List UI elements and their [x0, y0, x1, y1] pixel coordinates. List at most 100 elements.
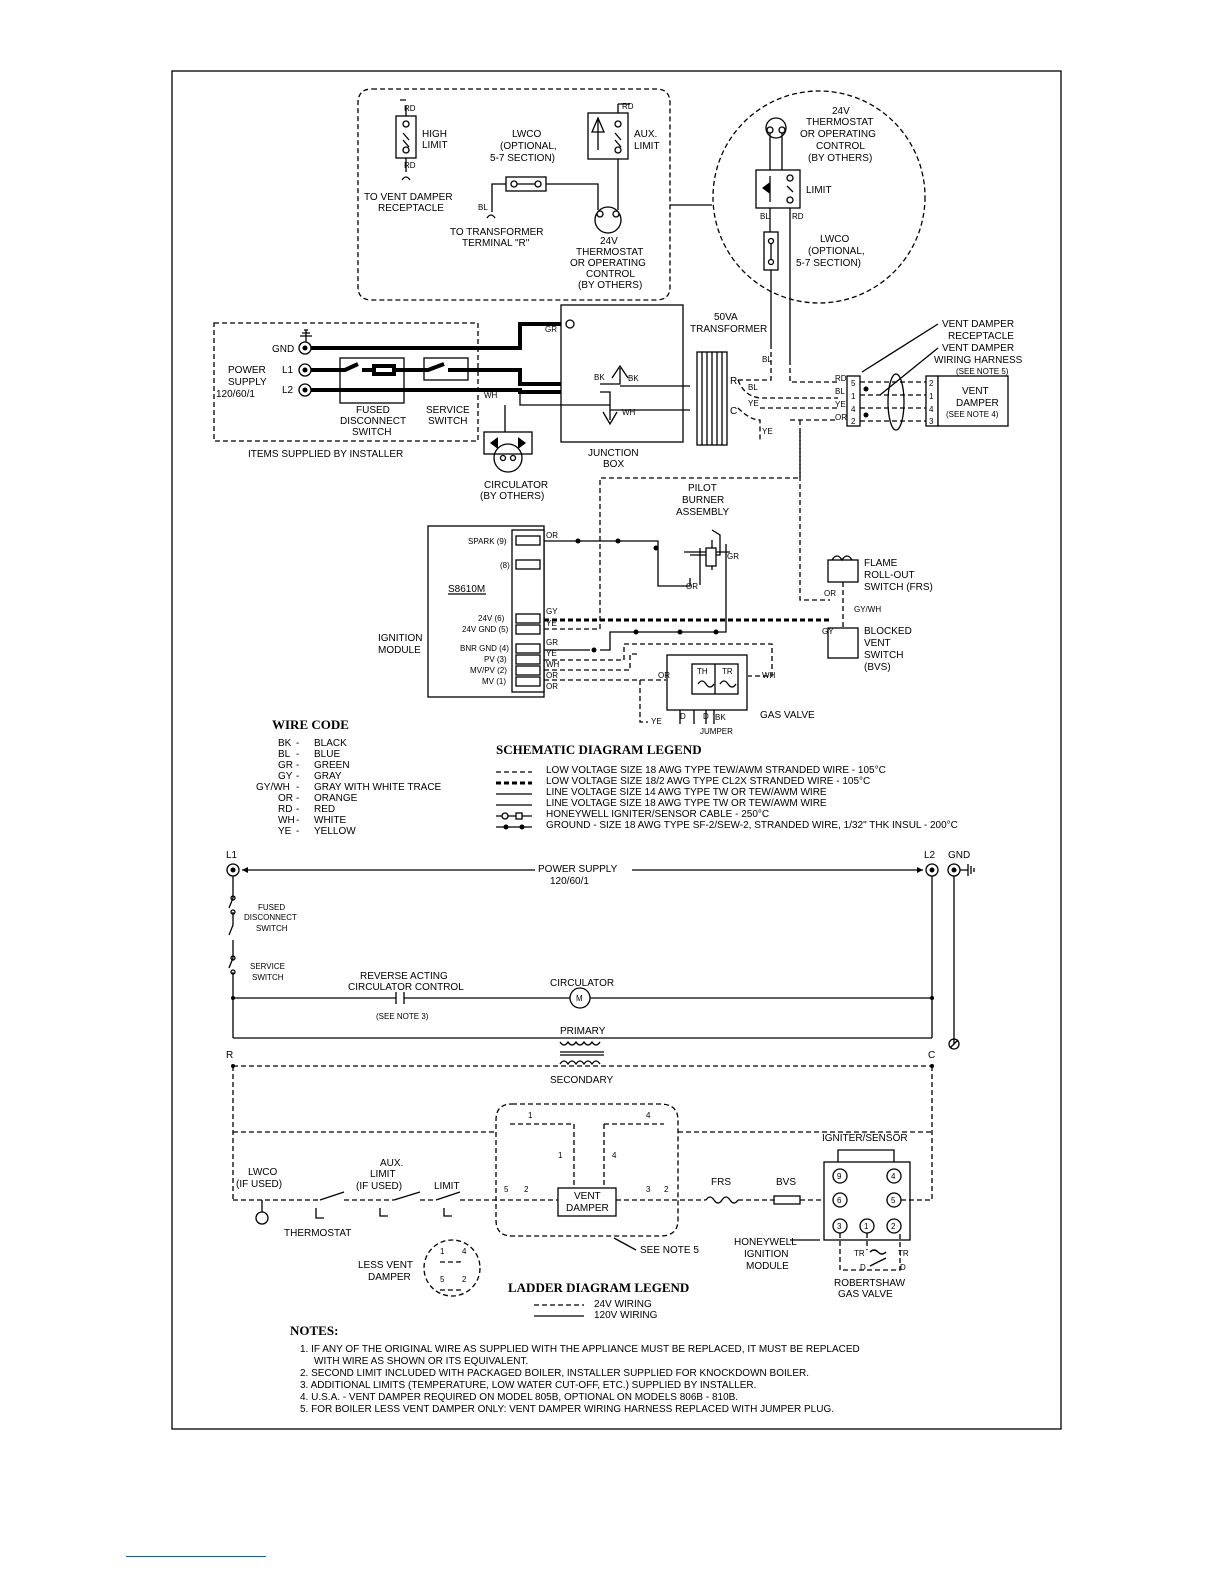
vd-ladder-pin-7: 3 — [646, 1185, 651, 1194]
vent-damper-label-2: DAMPER — [956, 398, 999, 409]
circle-wire-rd: RD — [792, 212, 804, 221]
note-1-cont: WITH WIRE AS SHOWN OR ITS EQUIVALENT. — [314, 1356, 528, 1367]
vent-harness-label: VENT DAMPER — [942, 343, 1014, 354]
wc-name-bl: BLUE — [314, 749, 340, 760]
gv-bk: BK — [715, 713, 726, 722]
power-section: POWER SUPPLY 120/60/1 GND L1 L2 FUSED DI… — [213, 304, 838, 601]
gv-tr-r: TR — [898, 1249, 909, 1258]
vd-ladder-pin-8: 2 — [664, 1185, 669, 1194]
less-vent-jumper — [423, 1239, 481, 1297]
vd-ladder-pin-6: 2 — [524, 1185, 529, 1194]
lm-pin-6: 6 — [837, 1196, 842, 1205]
schematic-legend: SCHEMATIC DIAGRAM LEGEND LOW VOLTAGE SIZ… — [496, 742, 958, 831]
ladder-frs: FRS — [711, 1177, 731, 1188]
vent-damper-box — [937, 375, 1009, 427]
vd-wire-or: OR — [835, 413, 847, 422]
wc-dash: - — [296, 760, 299, 771]
high-limit-label: HIGH — [422, 129, 447, 140]
junction-box — [560, 304, 684, 443]
notes-title: NOTES: — [290, 1323, 338, 1338]
junction-box-label-2: BOX — [603, 459, 624, 470]
wc-code-gy: GY — [278, 771, 293, 782]
module-label-2: MODULE — [378, 645, 421, 656]
jb-wire-bk: BK — [594, 373, 605, 382]
to-vent-damper-label: TO VENT DAMPER — [364, 192, 453, 203]
ladder-vent-label-2: DAMPER — [566, 1203, 609, 1214]
vd-ladder-pin-4: 4 — [612, 1151, 617, 1160]
transformer-ye-2: YE — [762, 427, 773, 436]
module-label: IGNITION — [378, 633, 422, 644]
wc-dash: - — [296, 815, 299, 826]
schematic-legend-row-2: LOW VOLTAGE SIZE 18/2 AWG TYPE CL2X STRA… — [546, 776, 870, 787]
lv-pin-1: 1 — [440, 1247, 445, 1256]
transformer-ye: YE — [748, 399, 759, 408]
ladder-service-2: SWITCH — [252, 973, 284, 982]
mod-wire-wh: WH — [546, 660, 560, 669]
less-vent-label: LESS VENT — [358, 1260, 413, 1271]
vd-pin-r3: 3 — [929, 417, 934, 426]
fused-label-3: SWITCH — [352, 427, 391, 438]
ladder-circulator: CIRCULATOR — [550, 978, 614, 989]
schematic-legend-title: SCHEMATIC DIAGRAM LEGEND — [496, 742, 702, 757]
pilot-wire-gr: GR — [727, 552, 739, 561]
circle-thermostat-label-2: THERMOSTAT — [806, 117, 873, 128]
ladder-l2: L2 — [924, 850, 936, 861]
transformer-label-2: TRANSFORMER — [690, 324, 767, 335]
note-1: 1. IF ANY OF THE ORIGINAL WIRE AS SUPPLI… — [300, 1344, 860, 1355]
vent-damper-section: VENT DAMPER RECEPTACLE VENT DAMPER WIRIN… — [835, 319, 1023, 431]
inset-lwco-label: LWCO — [512, 129, 541, 140]
gv-tr: TR — [722, 667, 733, 676]
ladder-transformer — [559, 1040, 604, 1066]
wc-name-wh: WHITE — [314, 815, 347, 826]
terminal-pv: PV (3) — [484, 655, 507, 664]
jb-wire-wh-2: WH — [622, 408, 636, 417]
circulator-label-2: (BY OTHERS) — [480, 491, 544, 502]
terminal-mv: MV (1) — [482, 677, 506, 686]
wire-code-title: WIRE CODE — [272, 717, 349, 732]
vd-pin-r2: 2 — [929, 379, 934, 388]
ladder-see-note-5: SEE NOTE 5 — [640, 1245, 699, 1256]
ladder-lwco-2: (IF USED) — [236, 1179, 282, 1190]
fused-label: FUSED — [356, 405, 390, 416]
ladder-robertshaw-2: GAS VALVE — [838, 1289, 893, 1300]
wc-dash: - — [296, 804, 299, 815]
vd-pin-r4: 4 — [929, 405, 934, 414]
ladder-fused-2: DISCONNECT — [244, 913, 297, 922]
inset-lwco-label-2: (OPTIONAL, — [500, 141, 557, 152]
ladder-power-label-2: 120/60/1 — [550, 876, 589, 887]
terminal-spark: SPARK (9) — [468, 537, 507, 546]
less-vent-label-2: DAMPER — [368, 1272, 411, 1283]
wc-code-bk: BK — [278, 738, 292, 749]
gv-wh: WH — [762, 671, 776, 680]
inset-detail: RD RD HIGH LIMIT TO VENT DAMPER RECEPTAC… — [357, 88, 712, 301]
wire-label-bl: BL — [478, 203, 488, 212]
circle-lwco-label: LWCO — [820, 234, 849, 245]
lv-pin-5: 5 — [440, 1275, 445, 1284]
wc-name-gy: GRAY — [314, 771, 342, 782]
note-2: 2. SECOND LIMIT INCLUDED WITH PACKAGED B… — [300, 1368, 809, 1379]
ladder-reverse-2: CIRCULATOR CONTROL — [348, 982, 464, 993]
mod-wire-or: OR — [546, 531, 558, 540]
wc-dash: - — [296, 771, 299, 782]
circle-lwco-label-3: 5-7 SECTION) — [796, 258, 861, 269]
mod-wire-ye: YE — [546, 619, 557, 628]
vent-damper-label-3: (SEE NOTE 4) — [946, 410, 999, 419]
ladder-honeywell-3: MODULE — [746, 1261, 789, 1272]
circle-thermostat-label: 24V — [832, 106, 850, 117]
ladder-legend-24v: 24V WIRING — [594, 1299, 652, 1310]
circulator-motor — [569, 987, 591, 1009]
ladder-reverse: REVERSE ACTING — [360, 971, 448, 982]
gv-th: TH — [697, 667, 708, 676]
inset-thermostat-label: 24V — [600, 236, 618, 247]
wire-label-rd: RD — [404, 104, 416, 113]
wc-name-rd: RED — [314, 804, 335, 815]
aux-limit-label-2: LIMIT — [634, 141, 660, 152]
transformer-bl-2: BL — [748, 383, 758, 392]
circle-lwco-label-2: (OPTIONAL, — [808, 246, 865, 257]
wc-code-bl: BL — [278, 749, 291, 760]
l1-label: L1 — [282, 365, 294, 376]
circle-thermostat-label-5: (BY OTHERS) — [808, 153, 872, 164]
schematic-legend-row-3: LINE VOLTAGE SIZE 14 AWG TYPE TW OR TEW/… — [546, 787, 827, 798]
pilot-wire-or: OR — [686, 582, 698, 591]
mod-wire-ye-2: YE — [546, 649, 557, 658]
